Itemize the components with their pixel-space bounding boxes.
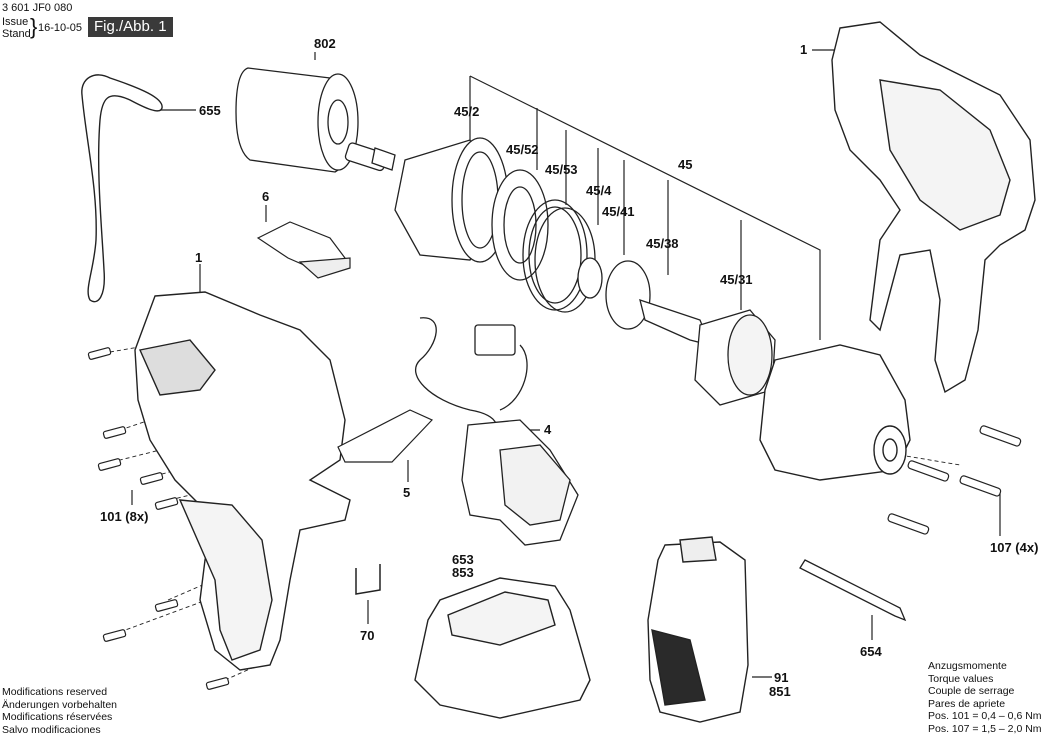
label-851: 851 [769, 684, 791, 699]
footer-line: Salvo modificaciones [2, 723, 101, 736]
screws-101 [87, 347, 230, 690]
switch-4 [414, 317, 579, 546]
brace: } [30, 14, 38, 39]
bracket-45 [469, 75, 821, 340]
label-853: 853 [452, 565, 474, 580]
footer-line: Modifications réservées [2, 711, 113, 723]
label-655: 655 [199, 103, 221, 118]
label-45-52: 45/52 [506, 142, 539, 157]
issue-label: Issue [2, 16, 29, 28]
footer-line: Änderungen vorbehalten [2, 698, 118, 711]
torque-line: Torque values [928, 672, 994, 685]
clip-70 [355, 564, 381, 595]
figure-tab[interactable]: Fig./Abb. 1 [88, 17, 173, 37]
torque-line: Anzugsmomente [928, 660, 1007, 672]
oring-45-41 [577, 257, 603, 299]
housing-right-1 [831, 21, 1036, 394]
label-5: 5 [403, 485, 411, 500]
label-45-38: 45/38 [646, 236, 679, 251]
label-70: 70 [360, 628, 375, 643]
label-45-53: 45/53 [545, 162, 578, 177]
torque-line: Couple de serrage [928, 685, 1015, 697]
stand-label: Stand [2, 28, 31, 40]
label-653: 653 [452, 552, 474, 567]
label-45: 45 [678, 157, 693, 172]
label-107: 107 (4x) [990, 540, 1039, 555]
document-number: 3 601 JF0 080 [2, 2, 73, 14]
gear-housing-45 [759, 344, 911, 481]
torque-values: Anzugsmomente Torque values Couple de se… [928, 660, 1042, 735]
bit-654 [799, 559, 907, 622]
part-6 [256, 221, 351, 279]
label-654: 654 [860, 644, 882, 659]
battery-91 [647, 536, 749, 723]
housing-left-1 [134, 291, 351, 671]
gearbox-45-2 [394, 137, 509, 263]
label-45-2: 45/2 [454, 104, 480, 119]
screws-107 [887, 425, 1022, 535]
label-6: 6 [262, 189, 270, 204]
spindle-45-38 [605, 260, 712, 346]
motor-802 [235, 67, 396, 173]
footer-line: Modifications reserved [2, 686, 108, 698]
torque-line: Pares de apriete [928, 697, 1006, 710]
issue-date: 16-10-05 [38, 22, 83, 34]
label-1-left: 1 [195, 250, 203, 265]
label-91: 91 [774, 670, 789, 685]
label-45-4: 45/4 [586, 183, 612, 198]
planet-45-52 [491, 169, 549, 281]
label-45-41: 45/41 [602, 204, 635, 219]
label-4: 4 [544, 422, 552, 437]
label-101: 101 (8x) [100, 509, 149, 524]
label-802: 802 [314, 36, 336, 51]
hammer-45-31 [694, 309, 776, 406]
strap-655 [81, 74, 163, 303]
footer-notes: Modifications reserved Änderungen vorbeh… [2, 686, 117, 736]
charger-653 [414, 577, 591, 719]
label-45-31: 45/31 [720, 272, 753, 287]
label-1-right: 1 [800, 42, 808, 57]
part-5 [337, 409, 434, 463]
ring-45-53 [522, 199, 588, 311]
torque-row-107: Pos. 107 = 1,5 – 2,0 Nm [928, 722, 1042, 735]
torque-row-101: Pos. 101 = 0,4 – 0,6 Nm [928, 710, 1042, 722]
